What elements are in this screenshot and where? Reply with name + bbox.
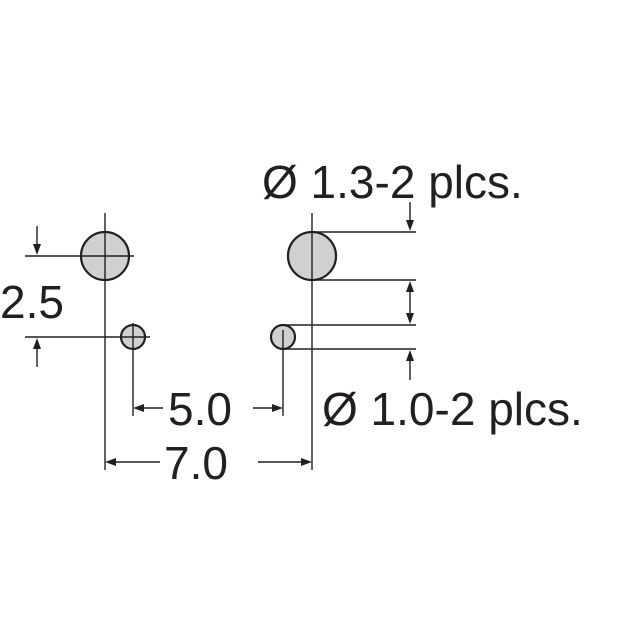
small-hole-spacing-label: 5.0 [168, 383, 232, 435]
dim-gap-arrow-up [406, 281, 414, 292]
dim-1p3-top-arrow [406, 220, 414, 231]
large-hole-diameter-label: Ø 1.3-2 plcs. [262, 156, 523, 208]
dim-5p0-arrow-right [272, 404, 283, 412]
dim-7p0-arrow-left [105, 458, 116, 466]
dim-5p0-arrow-left [133, 404, 144, 412]
dim-2p5-bottom-arrow [33, 338, 41, 349]
vertical-offset-label: 2.5 [0, 276, 64, 328]
dim-2p5-top-arrow [33, 244, 41, 255]
small-hole-diameter-label: Ø 1.0-2 plcs. [322, 383, 583, 435]
dim-gap-arrow-down [406, 313, 414, 324]
large-hole-spacing-label: 7.0 [164, 437, 228, 489]
dim-7p0-arrow-right [301, 458, 312, 466]
dim-1p0-bottom-arrow [406, 350, 414, 361]
